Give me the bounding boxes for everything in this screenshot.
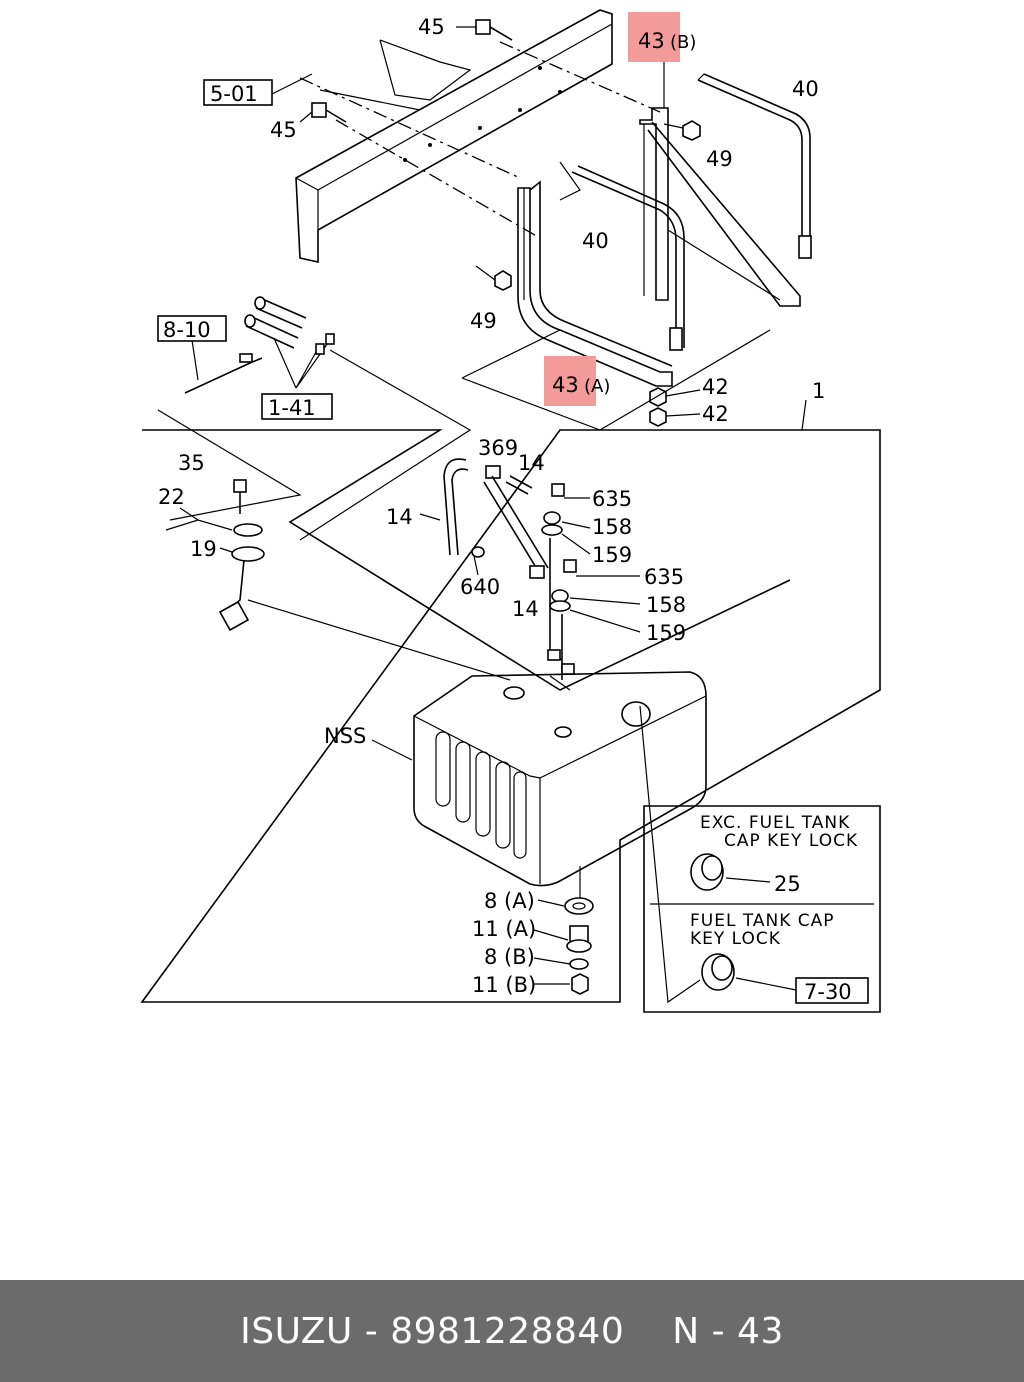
callout-42-b: 42	[702, 402, 729, 426]
fuel-tank-parts-diagram: 45 43 (B) 5-01 40 45 49 40 49 8-10 1-41 …	[140, 9, 881, 1013]
callout-43b: 43	[638, 29, 665, 53]
callout-22: 22	[158, 485, 185, 509]
callout-14-right: 14	[518, 451, 545, 475]
cap-option-inset	[639, 705, 881, 1013]
ref-box-1-41	[261, 393, 333, 420]
footer-bar: ISUZU - 8981228840 N - 43	[0, 1280, 1024, 1382]
callout-7-30: 7-30	[804, 980, 852, 1004]
callout-159-lower: 159	[646, 621, 686, 645]
callout-43b-suffix: (B)	[670, 32, 696, 53]
callout-8b: 8 (B)	[484, 945, 535, 969]
callout-49-rear: 49	[706, 147, 733, 171]
nut-49-front	[475, 265, 512, 291]
callout-1: 1	[812, 379, 825, 403]
callout-nss: NSS	[324, 724, 366, 748]
callout-635-lower: 635	[644, 565, 684, 589]
bolt-45-top	[456, 19, 513, 41]
callout-25: 25	[774, 872, 801, 896]
callout-45-left: 45	[270, 118, 297, 142]
callout-14-left: 14	[386, 505, 413, 529]
callout-159-upper: 159	[592, 543, 632, 567]
frame-rail	[295, 9, 613, 263]
fuel-tank	[371, 649, 707, 900]
harness-group	[157, 296, 472, 541]
note-exc-line1: EXC. FUEL TANK	[700, 813, 850, 833]
fuel-hoses	[419, 458, 549, 579]
strap-40-rear	[697, 73, 812, 259]
callout-45-top: 45	[418, 15, 445, 39]
ref-box-5-01	[203, 79, 273, 106]
callout-369: 369	[478, 436, 518, 460]
note-key-line2: KEY LOCK	[690, 929, 781, 949]
fitting-stack-upper	[541, 483, 591, 654]
footer-brand-part-number: ISUZU - 8981228840	[240, 1310, 625, 1352]
callout-158-upper: 158	[592, 515, 632, 539]
callout-158-lower: 158	[646, 593, 686, 617]
callout-42-a: 42	[702, 375, 729, 399]
callout-1-41: 1-41	[268, 396, 316, 420]
callout-43a: 43	[552, 373, 579, 397]
callout-11a: 11 (A)	[472, 917, 536, 941]
callout-35: 35	[178, 451, 205, 475]
callout-640: 640	[460, 575, 500, 599]
tank-assembly-outline	[140, 399, 881, 1003]
bracket-43a	[517, 180, 673, 387]
callout-14-lower: 14	[512, 597, 539, 621]
bracket-43b	[639, 107, 801, 307]
callout-5-01: 5-01	[210, 82, 258, 106]
highlight-43b	[628, 12, 680, 62]
bolt-45-left	[299, 102, 347, 123]
note-exc-line2: CAP KEY LOCK	[724, 831, 858, 851]
nut-42-a	[649, 387, 701, 407]
callout-8a: 8 (A)	[484, 889, 535, 913]
callout-43a-suffix: (A)	[584, 376, 610, 397]
sender-unit	[165, 479, 511, 681]
callout-40-rear: 40	[792, 77, 819, 101]
callout-635-upper: 635	[592, 487, 632, 511]
ref-box-8-10	[157, 315, 227, 342]
ref-box-7-30	[795, 977, 869, 1004]
callout-49-front: 49	[470, 309, 497, 333]
nut-49-rear	[663, 120, 701, 141]
callout-40-front: 40	[582, 229, 609, 253]
callout-11b: 11 (B)	[472, 973, 536, 997]
footer-diagram-ref: N - 43	[672, 1310, 784, 1352]
nut-42-b	[649, 407, 701, 427]
strap-40-front	[571, 165, 685, 351]
fitting-stack-lower	[549, 559, 641, 680]
callout-19: 19	[190, 537, 217, 561]
callout-8-10: 8-10	[163, 318, 211, 342]
note-key-line1: FUEL TANK CAP	[690, 911, 835, 931]
highlight-43a	[544, 356, 596, 406]
drain-plug-stack	[533, 897, 594, 995]
